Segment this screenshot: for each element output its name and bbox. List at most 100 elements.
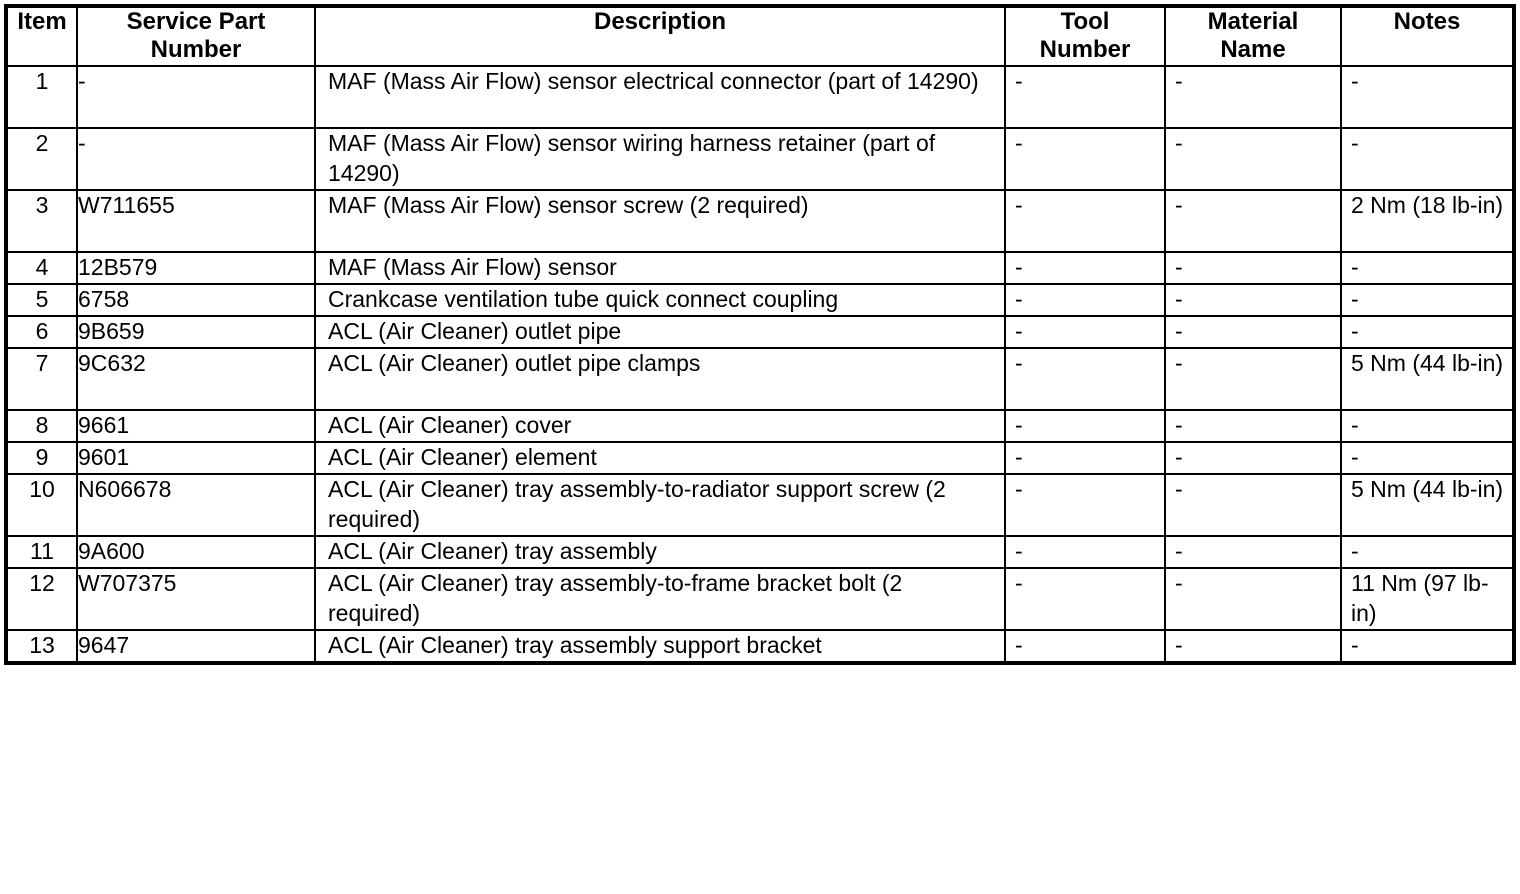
cell-notes: - (1340, 441, 1515, 475)
cell-service-part-number: 9B659 (76, 315, 316, 349)
cell-description: Crankcase ventilation tube quick connect… (314, 283, 1006, 317)
cell-item: 10 (5, 473, 78, 537)
cell-material-name: - (1164, 535, 1342, 569)
cell-notes: - (1340, 251, 1515, 285)
cell-service-part-number: W707375 (76, 567, 316, 631)
table-row: 1-MAF (Mass Air Flow) sensor electrical … (5, 65, 1515, 129)
cell-notes: 5 Nm (44 lb-in) (1340, 347, 1515, 411)
cell-notes: - (1340, 409, 1515, 443)
cell-material-name: - (1164, 315, 1342, 349)
cell-tool-number: - (1004, 283, 1166, 317)
cell-service-part-number: W711655 (76, 189, 316, 253)
cell-tool-number: - (1004, 629, 1166, 664)
cell-material-name: - (1164, 473, 1342, 537)
header-line-1: Tool (1060, 8, 1110, 35)
cell-notes: - (1340, 629, 1515, 664)
cell-item: 8 (5, 409, 78, 443)
column-header-description: Description (314, 5, 1006, 67)
cell-service-part-number: 6758 (76, 283, 316, 317)
cell-material-name: - (1164, 567, 1342, 631)
cell-material-name: - (1164, 65, 1342, 129)
cell-notes: 11 Nm (97 lb-in) (1340, 567, 1515, 631)
header-line-1: Service Part (126, 8, 266, 35)
header-line-2: Number (150, 36, 242, 64)
cell-tool-number: - (1004, 251, 1166, 285)
header-line-2: Number (1039, 36, 1131, 64)
cell-tool-number: - (1004, 567, 1166, 631)
cell-tool-number: - (1004, 65, 1166, 129)
cell-material-name: - (1164, 127, 1342, 191)
column-header-item: Item (5, 5, 78, 67)
table-row: 2-MAF (Mass Air Flow) sensor wiring harn… (5, 127, 1515, 191)
cell-service-part-number: 9647 (76, 629, 316, 664)
cell-item: 5 (5, 283, 78, 317)
header-line-2: Name (1220, 36, 1286, 64)
cell-service-part-number: - (76, 127, 316, 191)
cell-description: ACL (Air Cleaner) tray assembly-to-frame… (314, 567, 1006, 631)
cell-tool-number: - (1004, 535, 1166, 569)
cell-tool-number: - (1004, 473, 1166, 537)
cell-notes: - (1340, 535, 1515, 569)
cell-tool-number: - (1004, 127, 1166, 191)
cell-notes: - (1340, 315, 1515, 349)
cell-item: 13 (5, 629, 78, 664)
cell-service-part-number: 12B579 (76, 251, 316, 285)
cell-tool-number: - (1004, 189, 1166, 253)
cell-description: ACL (Air Cleaner) cover (314, 409, 1006, 443)
cell-description: ACL (Air Cleaner) tray assembly support … (314, 629, 1006, 664)
cell-notes: - (1340, 65, 1515, 129)
column-header-notes: Notes (1340, 5, 1515, 67)
cell-description: ACL (Air Cleaner) outlet pipe clamps (314, 347, 1006, 411)
cell-item: 12 (5, 567, 78, 631)
cell-material-name: - (1164, 441, 1342, 475)
cell-material-name: - (1164, 409, 1342, 443)
cell-description: ACL (Air Cleaner) element (314, 441, 1006, 475)
cell-service-part-number: 9C632 (76, 347, 316, 411)
header-line-1: Material (1207, 8, 1299, 35)
cell-service-part-number: 9A600 (76, 535, 316, 569)
cell-item: 4 (5, 251, 78, 285)
cell-item: 6 (5, 315, 78, 349)
cell-material-name: - (1164, 629, 1342, 664)
cell-item: 9 (5, 441, 78, 475)
cell-tool-number: - (1004, 315, 1166, 349)
cell-service-part-number: 9601 (76, 441, 316, 475)
cell-service-part-number: 9661 (76, 409, 316, 443)
cell-notes: - (1340, 127, 1515, 191)
cell-item: 1 (5, 65, 78, 129)
cell-material-name: - (1164, 347, 1342, 411)
cell-description: ACL (Air Cleaner) tray assembly-to-radia… (314, 473, 1006, 537)
cell-material-name: - (1164, 251, 1342, 285)
cell-service-part-number: - (76, 65, 316, 129)
cell-material-name: - (1164, 189, 1342, 253)
cell-item: 2 (5, 127, 78, 191)
cell-item: 3 (5, 189, 78, 253)
cell-notes: - (1340, 283, 1515, 317)
cell-description: ACL (Air Cleaner) outlet pipe (314, 315, 1006, 349)
cell-description: ACL (Air Cleaner) tray assembly (314, 535, 1006, 569)
table-body: 1-MAF (Mass Air Flow) sensor electrical … (5, 65, 1515, 664)
cell-item: 11 (5, 535, 78, 569)
cell-tool-number: - (1004, 441, 1166, 475)
cell-material-name: - (1164, 283, 1342, 317)
cell-description: MAF (Mass Air Flow) sensor electrical co… (314, 65, 1006, 129)
cell-tool-number: - (1004, 409, 1166, 443)
